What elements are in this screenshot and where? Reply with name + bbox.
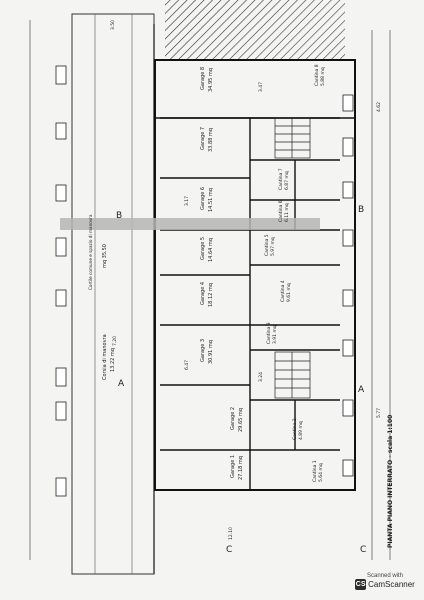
- room-name: Garage 2: [230, 407, 236, 430]
- building-outline: [154, 59, 356, 491]
- camscanner-logo-icon: CS: [355, 578, 367, 590]
- dimension-label: 3.47: [258, 82, 264, 92]
- room-area: 5.64 mq: [318, 463, 324, 482]
- room-area: 4.89 mq: [298, 421, 304, 440]
- corsia-name: Corsia di manovra: [102, 334, 108, 380]
- room-name: Cantina 7: [278, 168, 284, 190]
- room-area: 33.88 mq: [208, 128, 214, 152]
- ramp-strip: [71, 13, 155, 575]
- cortile-name: Cortile comune e spazio di manovra: [88, 214, 93, 290]
- room-name: Garage 5: [200, 237, 206, 260]
- room-name: Garage 7: [200, 127, 206, 150]
- room-name: Cantina 2: [292, 418, 298, 440]
- section-mark: C: [226, 545, 232, 555]
- section-mark: A: [358, 385, 365, 395]
- room-name: Cantina 6: [278, 200, 284, 222]
- room-name: Garage 3: [200, 339, 206, 362]
- room-area: 14.51 mq: [208, 188, 214, 212]
- dimension-label: 6.47: [184, 360, 190, 370]
- room-area: 34.95 mq: [208, 68, 214, 92]
- section-marks: A A B B C C: [116, 205, 366, 555]
- room-name: Garage 1: [230, 455, 236, 478]
- room-area: 5.88 mq: [320, 67, 326, 86]
- hatched-zone: [165, 0, 345, 60]
- stair-top: [274, 117, 311, 159]
- room-name: Garage 6: [200, 187, 206, 210]
- room-area: 6.87 mq: [284, 171, 290, 190]
- stair-bottom: [274, 351, 311, 399]
- watermark-row: CS CamScanner: [355, 578, 415, 590]
- room-area: 9.61 mq: [286, 283, 292, 302]
- room-area: 14.64 mq: [208, 238, 214, 262]
- cortile-area: mq 35.50: [102, 244, 108, 268]
- room-name: Cantina 8: [314, 64, 320, 86]
- watermark-caption: Scanned with: [366, 572, 404, 579]
- window-markers-right: [342, 94, 354, 477]
- section-cut-band: [60, 218, 320, 230]
- room-name: Garage 4: [200, 282, 206, 305]
- dimension-label: 3.17: [184, 196, 190, 206]
- plan-title: PIANTA PIANO INTERRATO - scala 1:100: [387, 415, 394, 548]
- section-mark: B: [358, 205, 364, 215]
- room-name: Cantina 1: [312, 460, 318, 482]
- dimension-label: 3.24: [258, 372, 264, 382]
- corsia-area: 13.22 mq: [110, 348, 116, 372]
- watermark-brand: CamScanner: [368, 579, 415, 589]
- dimension-label: 7.20: [112, 336, 118, 346]
- room-area: 3.91 mq: [272, 325, 278, 344]
- room-area: 6.11 mq: [284, 203, 290, 222]
- room-area: 18.12 mq: [208, 283, 214, 307]
- section-mark: B: [116, 211, 122, 221]
- room-area: 5.97 mq: [270, 237, 276, 256]
- dimension-label: 3.50: [110, 20, 116, 30]
- section-mark: C: [360, 545, 366, 555]
- window-markers-left: [55, 65, 67, 497]
- room-area: 27.18 mq: [238, 456, 244, 480]
- room-name: Cantina 4: [280, 280, 286, 302]
- section-mark: A: [118, 379, 125, 389]
- room-area: 29.65 mq: [238, 408, 244, 432]
- garage-walls: [160, 117, 340, 490]
- dimension-label: 5.77: [376, 408, 382, 418]
- dimension-label: 4.62: [376, 102, 382, 112]
- room-name: Cantina 5: [264, 234, 270, 256]
- room-name: Cantina 3: [266, 322, 272, 344]
- dimension-label: 12.10: [228, 527, 234, 540]
- camscanner-watermark: Scanned with CS CamScanner: [354, 568, 416, 594]
- room-name: Garage 8: [200, 67, 206, 90]
- room-area: 30.91 mq: [208, 340, 214, 364]
